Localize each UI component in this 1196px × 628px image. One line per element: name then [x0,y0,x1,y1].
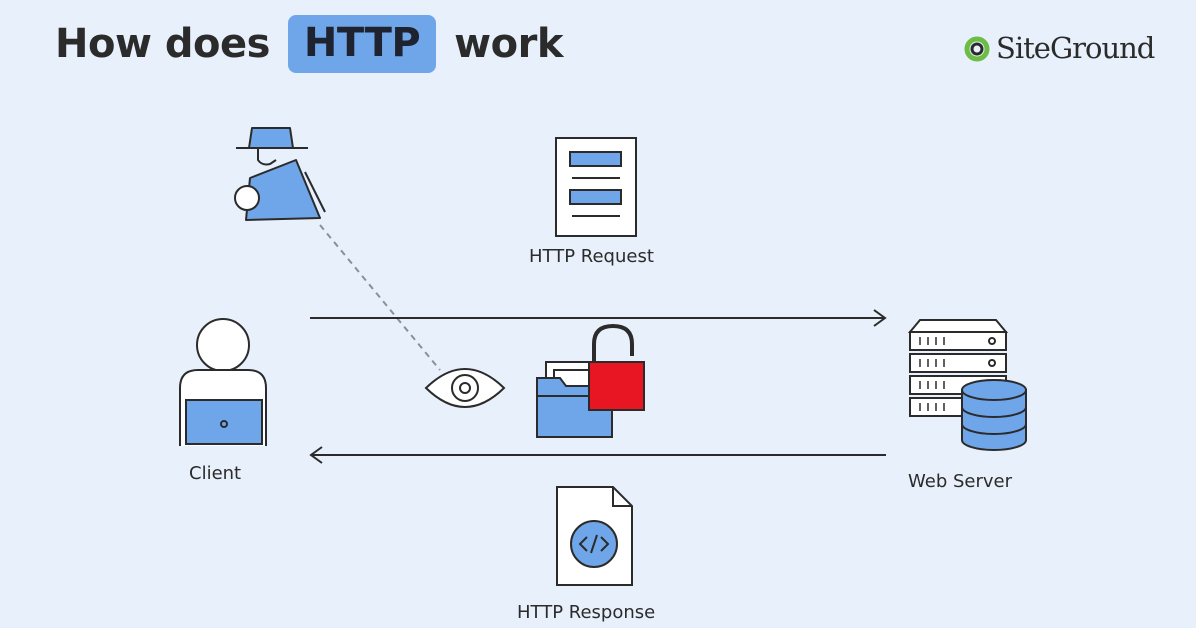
response-code-document-icon [556,486,633,586]
page-title: How does HTTP work [55,8,563,80]
client-label: Client [189,463,242,484]
http-request-label: HTTP Request [529,246,654,267]
hacker-icon [234,127,326,221]
title-highlight: HTTP [287,15,437,73]
database-icon [961,379,1027,451]
http-response-label: HTTP Response [517,602,656,623]
siteground-logo-icon [964,36,990,62]
laptop-icon [185,399,263,445]
eye-icon [424,368,506,408]
title-prefix: How does [55,21,270,67]
web-server-label: Web Server [908,471,1012,492]
request-document-icon [555,137,637,237]
eavesdrop-dashed-line [319,224,441,371]
response-arrow [309,446,886,464]
open-padlock-icon [588,323,645,411]
siteground-logo: SiteGround [964,26,1155,70]
title-suffix: work [454,21,563,67]
request-arrow [310,309,887,327]
brand-name: SiteGround [996,31,1155,65]
